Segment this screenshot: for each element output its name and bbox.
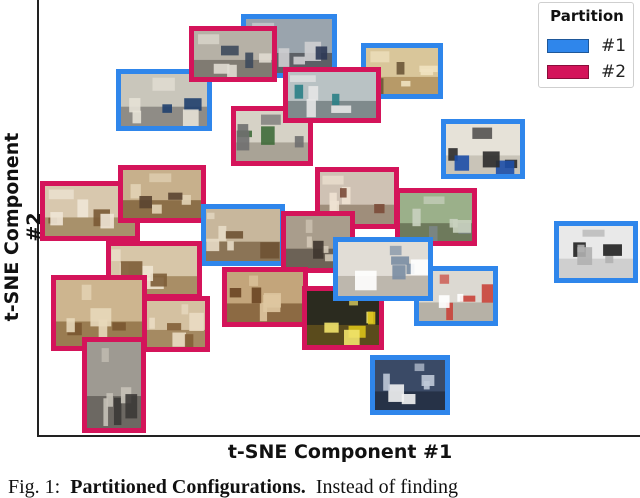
thumbnail-classroom-desks	[118, 165, 206, 223]
caption-text: Instead of finding	[315, 476, 458, 498]
thumbnail-umbrella-lights	[370, 355, 450, 415]
thumbnail-lecture-room-seats	[116, 69, 212, 131]
caption-label: Fig. 1:	[8, 476, 61, 498]
legend-label-2: #2	[601, 62, 627, 82]
thumbnail-wooden-cabinet-room	[201, 204, 285, 266]
legend-item-1: #1	[547, 36, 631, 56]
legend-item-2: #2	[547, 62, 631, 82]
thumbnail-lab-table-shelves	[333, 237, 433, 301]
thumbnail-metal-shelf-chair	[82, 337, 146, 433]
legend-swatch-1	[547, 39, 589, 53]
y-axis	[37, 0, 39, 437]
legend: Partition #1 #2	[538, 2, 634, 88]
thumbnail-cluttered-storage	[189, 26, 277, 82]
thumbnail-shopping-cart	[231, 106, 313, 166]
figure-caption: Fig. 1: Partitioned Configurations. Inst…	[8, 476, 640, 498]
thumbnail-garden-chair	[395, 188, 477, 246]
thumbnail-blue-recycling-bin	[441, 119, 525, 179]
thumbnail-wooden-stools	[142, 296, 210, 352]
thumbnail-stacked-bins	[283, 67, 381, 123]
legend-swatch-2	[547, 65, 589, 79]
tsne-plot: t-SNE Component #2 t-SNE Component #1 Pa…	[1, 0, 640, 463]
thumbnail-bicycle	[554, 221, 638, 283]
legend-label-1: #1	[601, 36, 627, 56]
x-axis	[37, 435, 640, 437]
y-axis-label: t-SNE Component #2	[1, 132, 45, 322]
thumbnail-baskets	[222, 267, 308, 327]
caption-title: Partitioned Configurations.	[70, 476, 306, 498]
legend-title: Partition	[550, 7, 624, 25]
x-axis-label: t-SNE Component #1	[227, 441, 453, 463]
